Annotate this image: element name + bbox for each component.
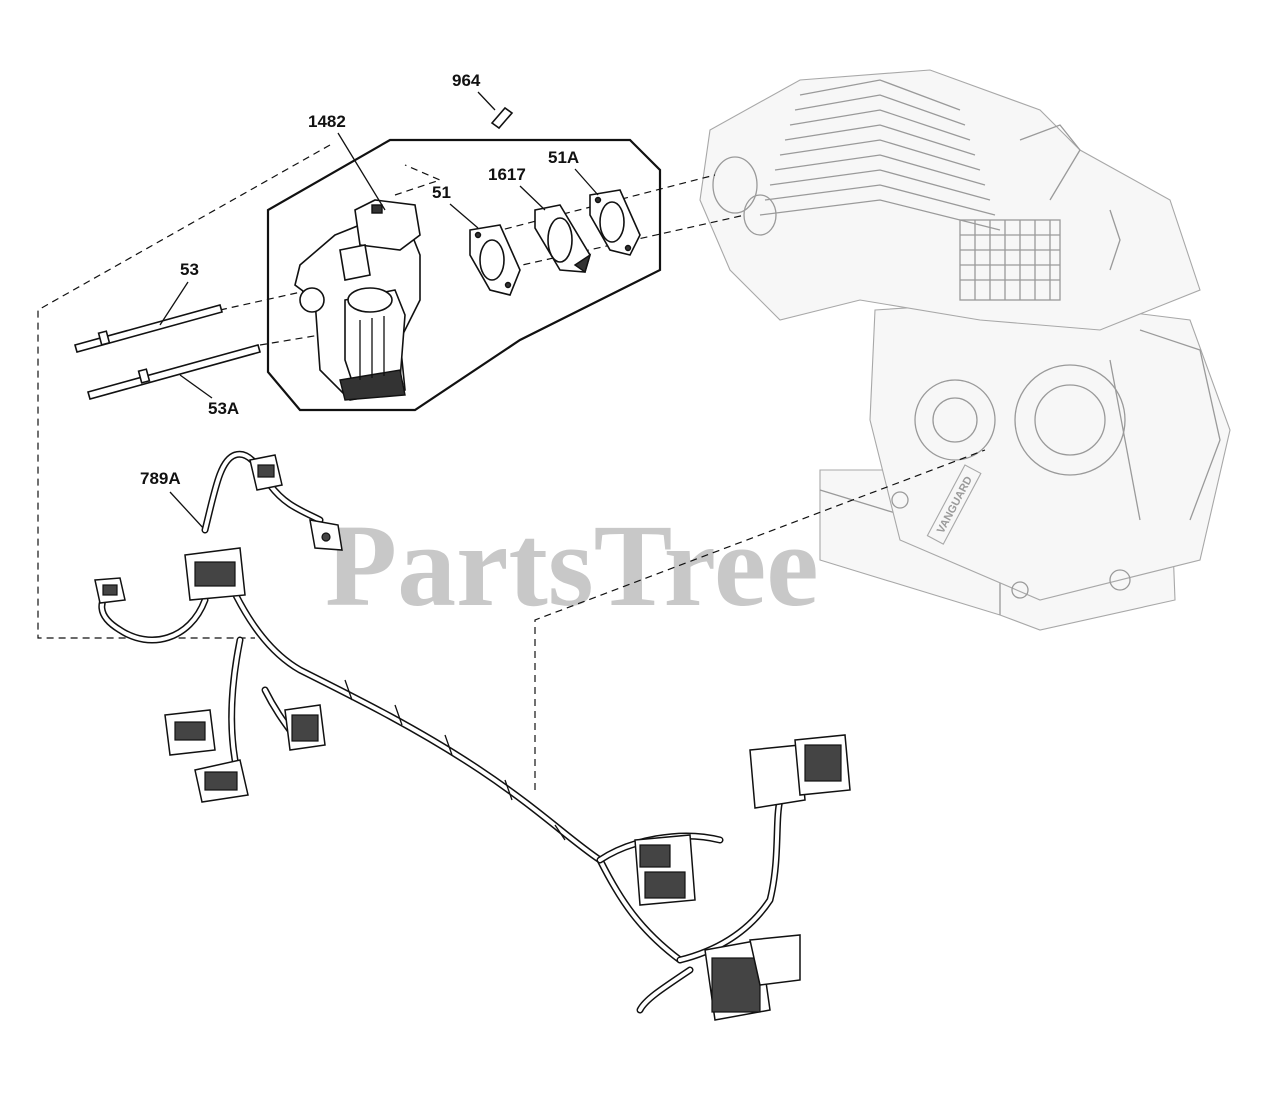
- callout-789a: 789A: [140, 469, 181, 488]
- connector-lower-3: [284, 704, 326, 751]
- callout-1617: 1617: [488, 165, 526, 184]
- throttle-body-1482: [294, 199, 421, 401]
- pin-964: [490, 106, 514, 130]
- stud-53a: [87, 344, 261, 400]
- connector-right-1: [634, 834, 696, 906]
- callout-51: 51: [432, 183, 451, 202]
- wire-harness-789a: [94, 450, 851, 1021]
- group-bracket: [37, 144, 331, 639]
- callout-1482: 1482: [308, 112, 346, 131]
- gasket-51: [469, 224, 521, 296]
- connector-left: [94, 577, 126, 604]
- engine-block: VANGUARD: [699, 69, 1231, 631]
- callout-53a: 53A: [208, 399, 239, 418]
- connector-upper-right: [309, 519, 343, 551]
- harness-to-engine-line: [534, 449, 986, 790]
- partstree-watermark: PartsTree: [325, 500, 819, 631]
- connector-lower-2: [194, 759, 249, 803]
- callout-53: 53: [180, 260, 199, 279]
- callout-964: 964: [452, 71, 481, 90]
- connector-lower-left: [164, 709, 216, 756]
- kit-outline: [266, 138, 662, 412]
- connector-mid: [184, 547, 246, 601]
- ecu-connector: [704, 934, 801, 1021]
- stud-53: [74, 304, 223, 353]
- gasket-51a: [589, 189, 641, 256]
- spacer-1617: [534, 204, 592, 274]
- connector-top: [249, 454, 283, 491]
- callout-51a: 51A: [548, 148, 579, 167]
- connector-right-2: [749, 734, 851, 809]
